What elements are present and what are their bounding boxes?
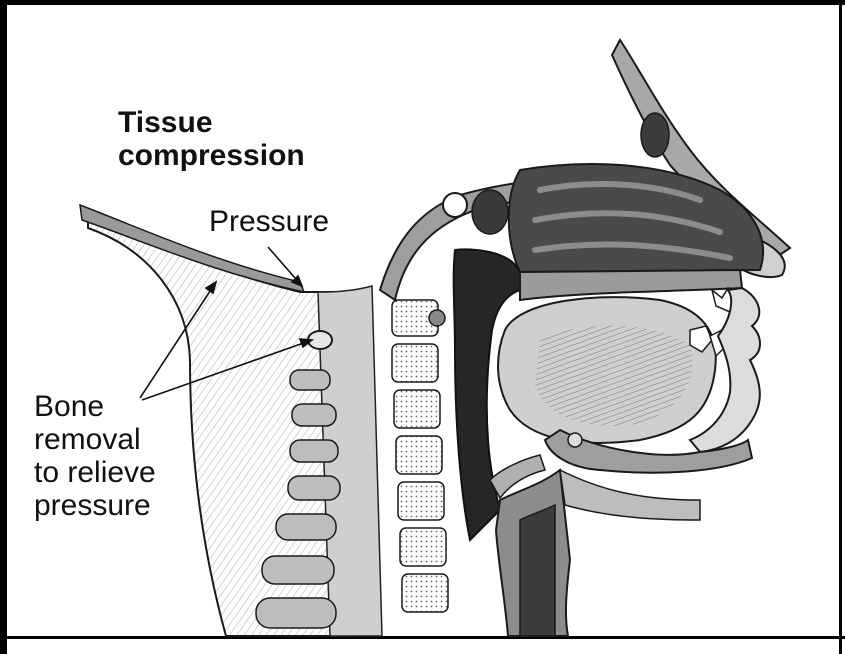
- frontal-sinus: [641, 113, 669, 157]
- palate: [520, 270, 742, 300]
- tissue-compression-line-2: compression: [118, 139, 305, 172]
- pressure-label: Pressure: [209, 205, 329, 238]
- bone-removal-line-3: to relieve: [34, 456, 156, 489]
- pressure-text: Pressure: [209, 205, 329, 238]
- trachea: [520, 505, 555, 636]
- bone-removal-line-1: Bone: [34, 390, 156, 423]
- bone-removal-line-2: removal: [34, 423, 156, 456]
- tissue-compression-line-1: Tissue: [118, 106, 305, 139]
- bone-removal-label: Bone removal to relieve pressure: [34, 390, 156, 522]
- bone-removal-line-4: pressure: [34, 489, 156, 522]
- tissue-compression-label: Tissue compression: [118, 106, 305, 172]
- vertebrae: [392, 300, 448, 612]
